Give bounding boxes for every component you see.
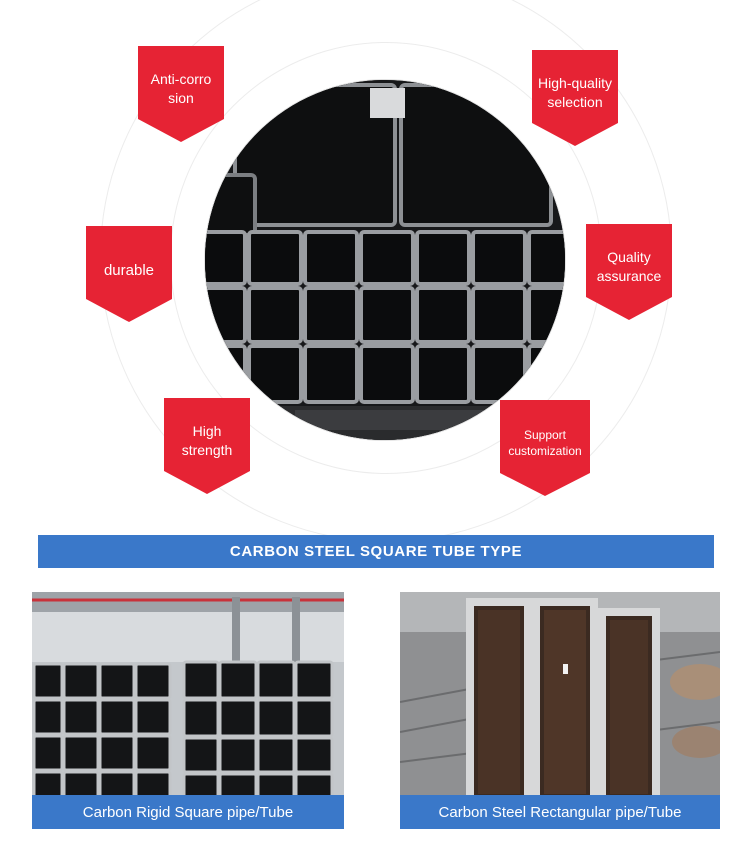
rectangular-tube-illustration	[400, 592, 720, 829]
rectangular-tube-caption-bar: Carbon Steel Rectangular pipe/Tube	[400, 795, 720, 829]
badge-anti-corrosion: Anti-corro sion	[138, 46, 224, 142]
badge-high-quality-selection: High-quality selection	[532, 50, 618, 146]
badge-support-customization: Support customization	[500, 400, 590, 496]
badge-high-quality-line-2: selection	[547, 94, 603, 110]
square-tube-warehouse-illustration	[32, 592, 344, 829]
section-title-banner: CARBON STEEL SQUARE TUBE TYPE	[38, 535, 714, 568]
badge-customization-line-2: customization	[508, 444, 582, 458]
badge-durable: durable	[86, 226, 172, 322]
badge-customization-line-1: Support	[523, 428, 567, 442]
badge-high-strength: High strength	[164, 398, 250, 494]
badge-quality-assurance-line-1: Quality	[607, 249, 651, 265]
square-tube-caption-bar: Carbon Rigid Square pipe/Tube	[32, 795, 344, 829]
badge-anti-corrosion-line-2: sion	[168, 90, 194, 106]
section-title: CARBON STEEL SQUARE TUBE TYPE	[229, 543, 523, 560]
product-card-square-tube: Carbon Rigid Square pipe/Tube	[32, 592, 344, 829]
badge-high-quality-line-1: High-quality	[538, 75, 612, 91]
badge-high-strength-line-2: strength	[181, 442, 233, 458]
badge-quality-assurance: Quality assurance	[586, 224, 672, 320]
product-card-rectangular-tube: Carbon Steel Rectangular pipe/Tube	[400, 592, 720, 829]
badge-quality-assurance-line-2: assurance	[596, 268, 662, 284]
rectangular-tube-caption: Carbon Steel Rectangular pipe/Tube	[438, 803, 682, 821]
badge-anti-corrosion-line-1: Anti-corro	[150, 71, 212, 87]
square-tube-caption: Carbon Rigid Square pipe/Tube	[82, 803, 294, 821]
hero-tube-stack-image	[205, 80, 565, 440]
badge-durable-line-1: durable	[103, 262, 155, 279]
badge-high-strength-line-1: High	[192, 423, 222, 439]
tube-stack-illustration	[205, 80, 565, 440]
